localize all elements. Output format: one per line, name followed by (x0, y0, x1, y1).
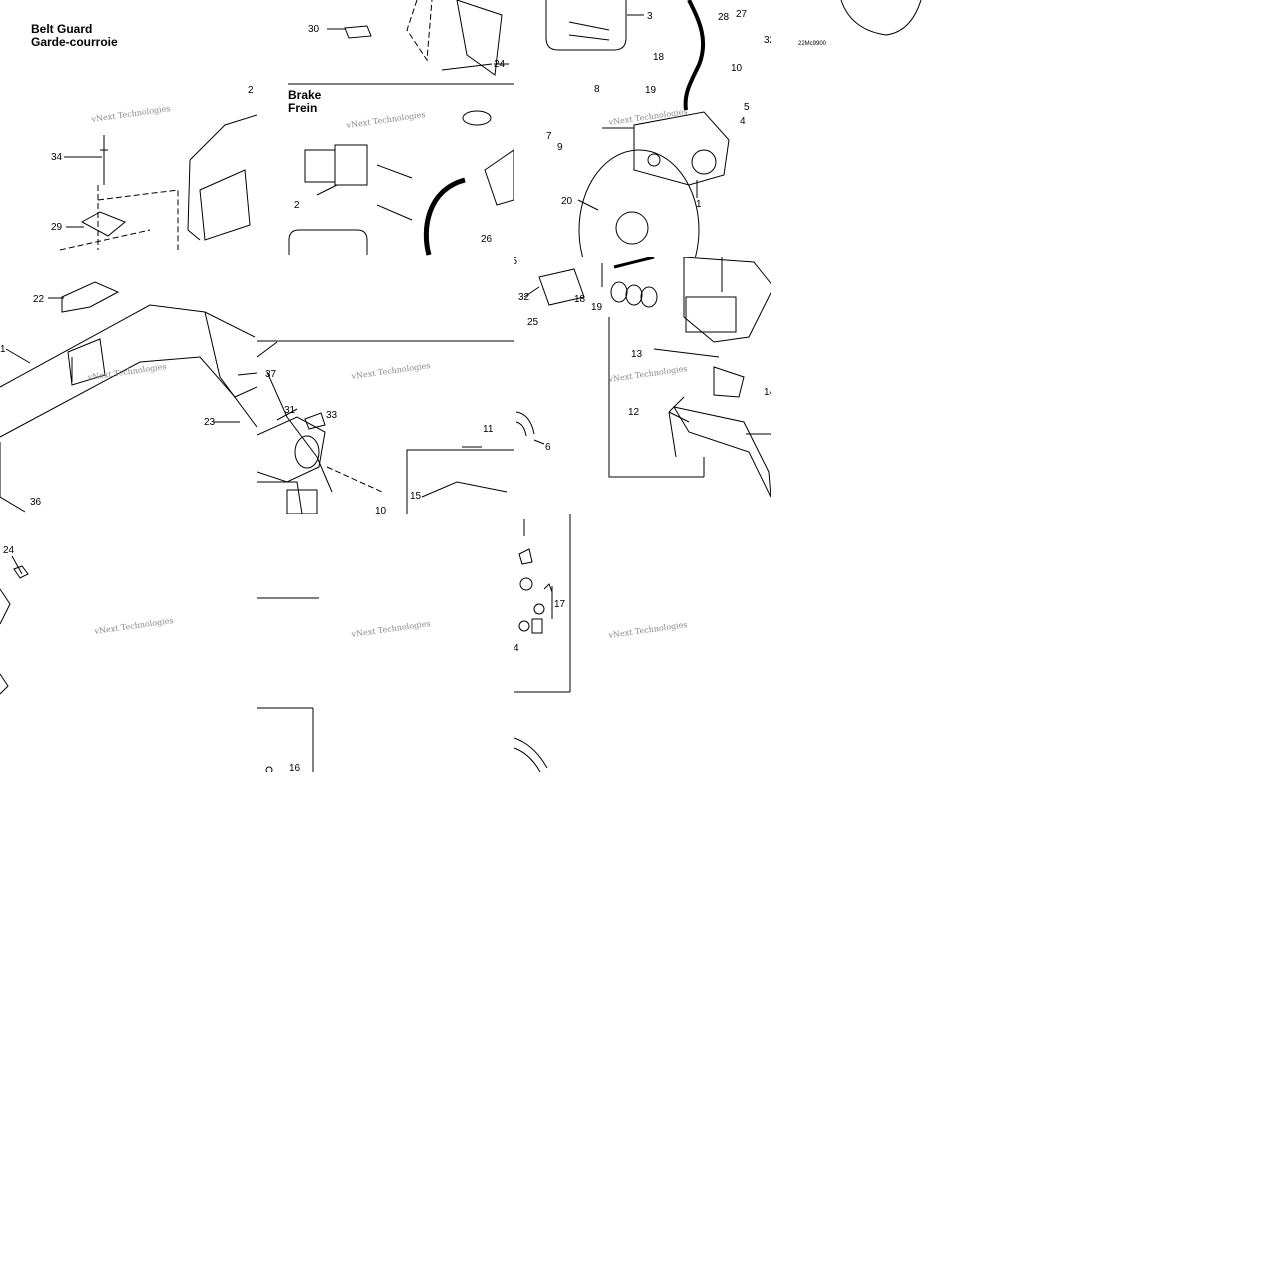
brake-upper-left-drawing: 30 24 2 26 vNext Technologies (288, 0, 514, 256)
callout-4b: 4 (514, 643, 519, 654)
tile-belt-guard-right: 37 31 33 11 15 10 vNext Technologies (257, 257, 514, 514)
belt-guard-right-drawing: 37 31 33 11 15 10 vNext Technologies (257, 340, 514, 514)
callout-24: 24 (494, 59, 506, 70)
belt-guard-upper-drawing: 2 34 29 vNext Technologies (51, 85, 257, 251)
callout-1b: 1 (0, 344, 6, 355)
callout-2: 2 (248, 85, 254, 96)
belt-guard-title-en: Belt Guard (31, 22, 93, 36)
upper-right-drawing: 22Mc9900 (798, 0, 922, 47)
callout-3: 3 (647, 11, 653, 22)
brake-title-en: Brake (288, 88, 322, 102)
belt-guard-title-fr: Garde-courroie (31, 35, 118, 49)
callout-13: 13 (631, 349, 643, 360)
watermark: vNext Technologies (345, 110, 426, 130)
caliper-drawing: 3 18 19 8 10 27 28 32 5 4 7 9 1 20 vNext… (545, 0, 771, 257)
callout-27: 27 (736, 9, 748, 20)
watermark: vNext Technologies (86, 362, 167, 382)
tile-belt-guard-lower: 24 vNext Technologies (0, 514, 257, 771)
callout-31: 31 (284, 405, 296, 416)
lower-center-left-drawing: vNext Technologies (257, 597, 431, 639)
callout-9: 9 (557, 142, 563, 153)
callout-6: 6 (545, 442, 551, 453)
callout-37: 37 (265, 369, 277, 380)
callout-33: 33 (326, 410, 338, 421)
callout-18b: 18 (574, 294, 586, 305)
tile-belt-guard-main: 22 1 23 36 vNext Technologies (0, 257, 257, 514)
callout-16: 16 (289, 763, 301, 772)
watermark: vNext Technologies (93, 616, 174, 636)
callout-5: 5 (744, 102, 750, 113)
watermark: vNext Technologies (607, 364, 688, 384)
callout-15: 15 (410, 491, 422, 502)
tile-brake-upper-center: 3 18 19 8 10 27 28 32 5 4 7 9 1 20 vNext… (514, 0, 771, 257)
callout-4: 4 (740, 116, 746, 127)
callout-2b: 2 (294, 200, 300, 211)
diagram-code: 22Mc9900 (798, 41, 827, 47)
callout-29: 29 (51, 222, 63, 233)
belt-guard-main-drawing: 22 1 23 36 vNext Technologies (0, 281, 257, 513)
callout-17: 17 (554, 599, 566, 610)
callout-7: 7 (546, 131, 552, 142)
belt-guard-title: Belt Guard Garde-courroie (31, 23, 118, 49)
tile-brake-upper-left: Brake Frein 30 24 (257, 0, 514, 257)
callout-36: 36 (30, 497, 42, 508)
watermark: vNext Technologies (607, 107, 688, 127)
watermark: vNext Technologies (90, 104, 171, 124)
lever-pivot-drawing: 17 4 vNext Technologies (514, 514, 688, 693)
brake-title: Brake Frein (288, 89, 321, 115)
tile-lever-pivot: 17 4 vNext Technologies (514, 514, 771, 771)
right-middle-drawing (789, 513, 804, 514)
tile-belt-guard-upper-left: Belt Guard Garde-courroie 2 34 29 vNext … (0, 0, 257, 257)
callout-24b: 24 (3, 545, 15, 556)
callout-26: 26 (481, 234, 493, 245)
callout-18: 18 (653, 52, 665, 63)
tile-callout-6: 6 (514, 400, 574, 460)
callout-32b: 32 (518, 292, 530, 303)
callout-10b: 10 (375, 506, 387, 514)
callout-28: 28 (718, 12, 730, 23)
tile-lower-right (771, 514, 1028, 771)
tile-upper-right: 22Mc9900 (771, 0, 1028, 257)
tile-master-cylinder: 32 25 18 19 13 12 14 35 vNext Technologi… (514, 257, 771, 514)
callout-19: 19 (645, 85, 657, 96)
callout-1: 1 (696, 199, 702, 210)
watermark: vNext Technologies (350, 619, 431, 639)
callout-12: 12 (628, 407, 640, 418)
master-cylinder-drawing: 32 25 18 19 13 12 14 35 vNext Technologi… (514, 257, 771, 498)
callout-19b: 19 (591, 302, 603, 313)
watermark: vNext Technologies (350, 361, 431, 381)
tile-brake-bottom-left: 16 (257, 700, 514, 772)
brake-title-fr: Frein (288, 101, 318, 115)
callout-35: 35 (514, 257, 518, 267)
brake-bottom-left-drawing: 16 (257, 707, 314, 772)
watermark: vNext Technologies (607, 620, 688, 640)
callout-11: 11 (483, 424, 494, 435)
tile-brake-bottom-center (514, 730, 771, 772)
callout-8: 8 (594, 84, 600, 95)
callout-34: 34 (51, 152, 63, 163)
callout-6-drawing: 6 (515, 411, 551, 453)
callout-22: 22 (33, 294, 45, 305)
belt-guard-lower-drawing: 24 vNext Technologies (0, 545, 174, 695)
callout-32: 32 (764, 35, 771, 46)
callout-14: 14 (764, 387, 771, 398)
callout-10: 10 (731, 63, 743, 74)
tile-right-middle (771, 257, 1028, 514)
brake-bottom-center-drawing (514, 737, 548, 772)
callout-25: 25 (527, 317, 539, 328)
callout-20: 20 (561, 196, 573, 207)
callout-23: 23 (204, 417, 216, 428)
callout-30: 30 (308, 24, 320, 35)
